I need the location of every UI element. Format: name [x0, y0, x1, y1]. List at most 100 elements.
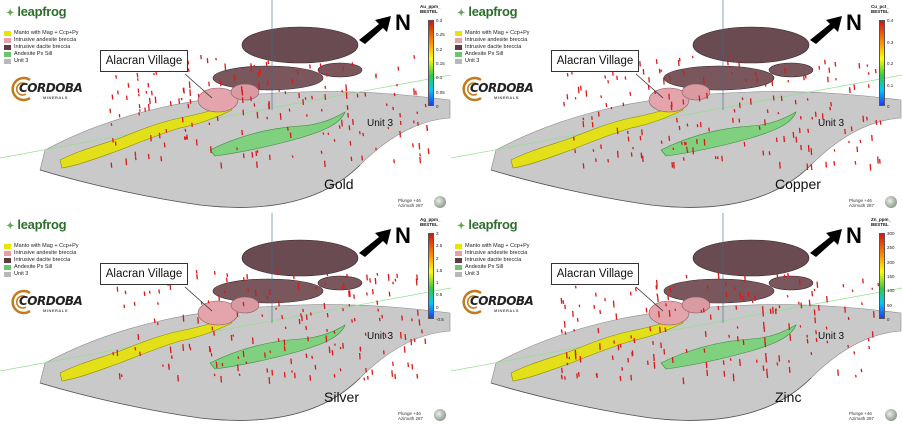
legend-swatch	[4, 38, 11, 43]
drill-sample	[376, 272, 379, 276]
colorbar	[428, 20, 434, 106]
drill-sample	[197, 93, 200, 98]
drill-sample	[251, 152, 254, 158]
drill-sample	[703, 348, 706, 353]
drill-sample	[867, 84, 870, 88]
geology-3d-view	[0, 0, 451, 208]
drill-sample	[673, 161, 675, 169]
dacite-breccia-lower	[212, 278, 324, 304]
drill-sample	[775, 137, 778, 143]
drill-sample	[387, 273, 390, 281]
drill-sample	[772, 95, 775, 101]
drill-sample	[672, 285, 675, 288]
legend-label: Manto with Mag + Ccp+Py	[465, 243, 530, 249]
drill-sample	[853, 84, 856, 91]
drill-sample	[277, 338, 280, 342]
drill-sample	[867, 338, 870, 342]
colorbar-tick: 0	[887, 317, 890, 322]
drill-sample	[178, 98, 181, 104]
company-name: CORDOBA	[19, 294, 83, 308]
dacite-breccia-east	[768, 275, 814, 291]
drill-sample	[642, 69, 645, 75]
drill-sample	[364, 332, 367, 336]
drill-sample	[758, 125, 761, 130]
drill-sample	[576, 318, 579, 322]
colorbar-tick: 0.25	[436, 32, 445, 38]
drill-sample	[342, 66, 345, 71]
leapfrog-logo: ✦ leapfrog	[457, 217, 518, 232]
drill-sample	[668, 75, 671, 81]
drill-sample	[362, 132, 365, 137]
drill-sample	[275, 269, 278, 275]
drill-sample	[410, 338, 413, 346]
drill-sample	[742, 295, 744, 303]
legend-swatch	[455, 52, 462, 57]
drill-sample	[191, 122, 193, 127]
drill-sample	[765, 358, 768, 363]
unit3-label: Unit 3	[367, 331, 394, 342]
metal-label: Silver	[324, 389, 360, 405]
drill-sample	[413, 88, 415, 95]
colorbar-title: Zn_ppm_BESTEL	[871, 217, 891, 227]
colorbar-title-line: Ag_ppm_	[420, 217, 441, 222]
drill-sample	[160, 156, 163, 162]
drill-sample	[847, 316, 850, 321]
drill-sample	[599, 309, 602, 315]
drill-sample	[777, 111, 780, 115]
surface-edge	[39, 377, 361, 421]
drill-sample	[691, 55, 694, 59]
drill-sample	[872, 311, 875, 318]
drill-sample	[682, 157, 685, 161]
drill-sample	[860, 368, 863, 373]
drill-sample	[607, 80, 610, 84]
drill-sample	[417, 121, 419, 126]
drill-sample	[723, 370, 726, 377]
drill-sample	[728, 334, 731, 338]
drill-sample	[871, 287, 874, 290]
drill-sample	[717, 272, 720, 280]
drill-sample	[779, 161, 781, 169]
drill-sample	[592, 149, 595, 152]
drill-sample	[821, 113, 824, 120]
andesite-sill	[660, 111, 797, 157]
andesite-sill	[209, 324, 346, 370]
grid-line	[0, 74, 451, 159]
colorbar-tick: 0.1	[436, 75, 443, 81]
company-name: CORDOBA	[470, 81, 534, 95]
drill-sample	[376, 300, 379, 305]
drill-sample	[577, 86, 580, 94]
drill-sample	[356, 93, 359, 98]
drill-sample	[224, 63, 227, 70]
drill-sample	[145, 90, 148, 94]
drill-sample	[253, 103, 256, 107]
drill-sample	[811, 290, 814, 297]
drill-sample	[621, 367, 624, 371]
drill-sample	[291, 155, 294, 158]
dacite-breccia-lower	[212, 65, 324, 91]
drill-sample	[413, 55, 416, 59]
drill-sample	[786, 294, 789, 298]
drill-sample	[818, 65, 821, 70]
drill-sample	[824, 59, 826, 65]
drill-sample	[382, 350, 385, 355]
drill-sample	[619, 343, 622, 348]
drill-sample	[615, 313, 618, 320]
drill-sample	[736, 326, 739, 329]
drill-sample	[667, 295, 670, 301]
legend-swatch	[455, 38, 462, 43]
drill-sample	[424, 103, 427, 108]
drill-sample	[862, 115, 865, 123]
drill-sample	[333, 374, 336, 378]
legend-swatch	[455, 272, 462, 277]
drill-sample	[381, 314, 384, 319]
colorbar-tick: 50	[887, 302, 893, 308]
drill-sample	[258, 82, 260, 89]
drill-sample	[163, 142, 166, 148]
drill-sample	[716, 156, 719, 160]
colorbar-tick: -0.5	[436, 317, 444, 322]
drill-sample	[384, 333, 387, 338]
legend-label: Andesite Px Sill	[14, 264, 53, 270]
drill-sample	[185, 136, 187, 140]
drill-sample	[788, 366, 791, 373]
drill-sample	[677, 60, 680, 67]
